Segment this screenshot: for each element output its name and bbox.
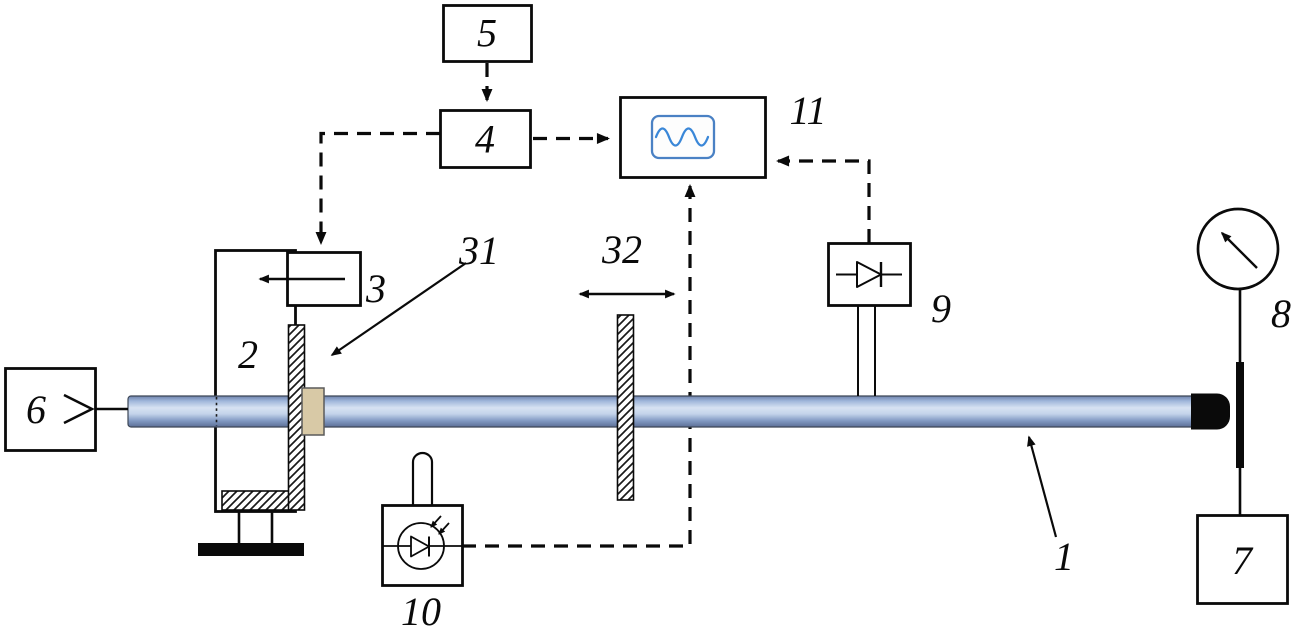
- label-8: 8: [1271, 291, 1291, 336]
- label-32: 32: [601, 227, 642, 272]
- stand-2-body: [214, 249, 297, 513]
- stand-2-base: [198, 543, 304, 556]
- box-3: [258, 251, 362, 307]
- stand-2: [198, 249, 304, 556]
- oscilloscope-waveform-icon: [654, 127, 710, 147]
- diode-electrode-leads: [857, 305, 876, 396]
- label-1-pointer-arrow: [1027, 435, 1058, 538]
- label-6: 6: [26, 387, 46, 432]
- connector-4-to-3-dashed: [315, 131, 440, 245]
- box-7-body: [1196, 514, 1289, 605]
- tube-coupling: [301, 387, 325, 436]
- photodetector-10: [381, 451, 464, 587]
- dashed-connectors: [315, 63, 871, 245]
- tube-1: [127, 393, 1230, 430]
- photodiode-icon: [410, 535, 430, 558]
- box-6: [4, 367, 128, 452]
- label-4: 4: [475, 117, 495, 162]
- diode-unit-9: [827, 242, 912, 396]
- flange-bar: [1236, 362, 1244, 468]
- label-2: 2: [238, 332, 258, 377]
- light-ray-arrow-icon: [438, 522, 450, 535]
- light-ray-arrow-icon: [430, 515, 442, 528]
- collimator-tube: [411, 451, 434, 505]
- label-3: 3: [365, 266, 386, 311]
- diode-icon: [856, 261, 882, 288]
- photodiode-circle: [397, 522, 445, 570]
- box-4-body: [439, 109, 532, 169]
- label-5: 5: [477, 11, 497, 56]
- stand-2-hatched-plate: [221, 490, 290, 511]
- oscilloscope-11: [619, 96, 767, 179]
- connector-9-to-11-dashed: [776, 155, 871, 243]
- membrane-32-bar: [616, 314, 635, 501]
- box-5-body: [442, 4, 533, 63]
- label-11: 11: [789, 88, 826, 133]
- connector-10-to-11-dashed: [462, 184, 696, 548]
- label-31: 31: [458, 228, 499, 273]
- box-6-body: [4, 367, 97, 452]
- gauge-needle-icon: [1220, 231, 1258, 269]
- tube-end-cap: [1191, 393, 1230, 430]
- gauge-8: [1196, 207, 1280, 515]
- label-9: 9: [931, 286, 951, 331]
- label-10: 10: [401, 589, 441, 634]
- label-1: 1: [1054, 534, 1074, 579]
- flow-arrow-icon: [63, 393, 95, 425]
- label-7: 7: [1232, 538, 1254, 583]
- label-31-pointer-arrow: [330, 262, 467, 356]
- stand-2-legs: [237, 511, 274, 543]
